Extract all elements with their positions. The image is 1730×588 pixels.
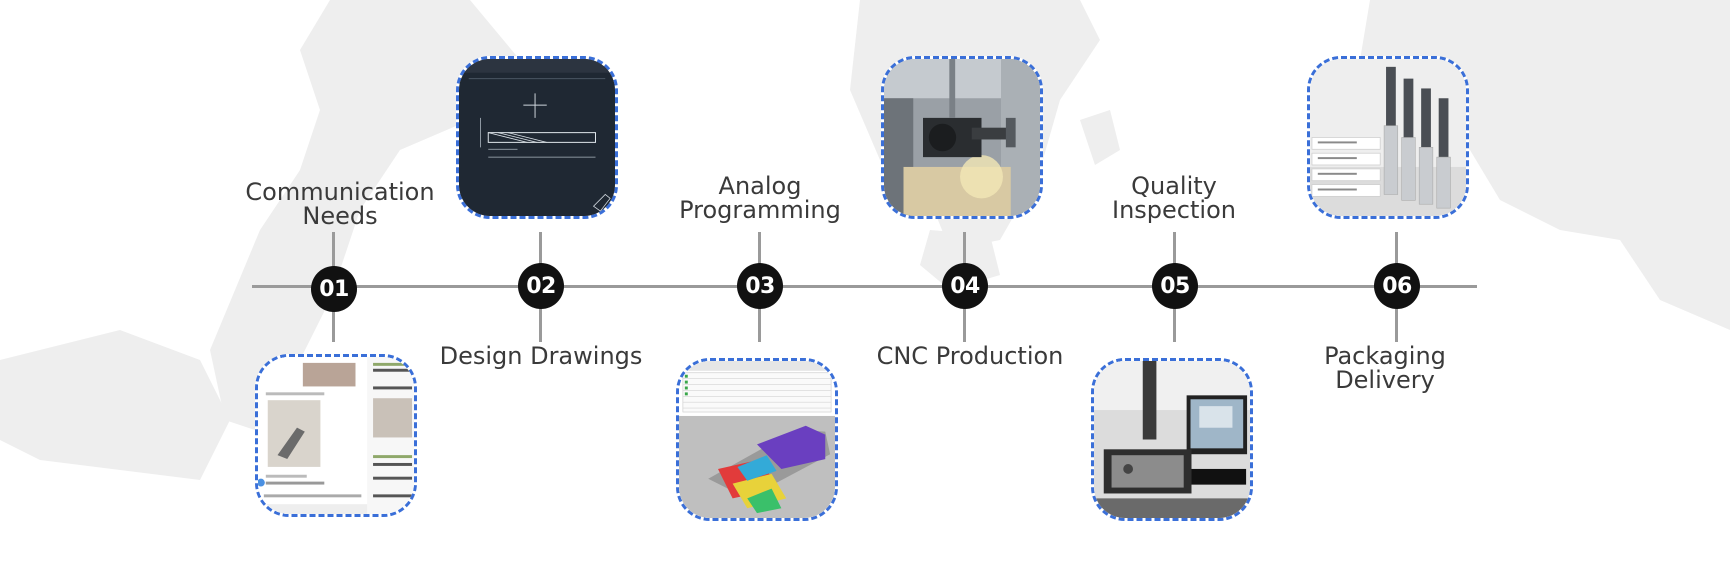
step-number-badge: 06 [1374, 263, 1420, 309]
step-image-cad-drawing [456, 56, 618, 219]
step-label-line: Analog [718, 172, 802, 200]
step-image-chat [255, 354, 417, 517]
cnc-machine-illustration [884, 59, 1040, 216]
step-number-badge: 03 [737, 263, 783, 309]
step-number-badge: 04 [942, 263, 988, 309]
step-label: Analog Programming [650, 174, 870, 222]
step-image-cam-software [676, 358, 838, 521]
step-number-badge: 01 [311, 266, 357, 312]
timeline-axis [252, 285, 1477, 288]
step-label-line: Packaging [1324, 342, 1446, 370]
step-label-line: Communication [245, 178, 435, 206]
step-label-line: Programming [679, 196, 841, 224]
step-image-cnc-machine [881, 56, 1043, 219]
step-label-line: Inspection [1112, 196, 1236, 224]
inspection-illustration [1094, 361, 1250, 518]
step-image-inspection [1091, 358, 1253, 521]
step-label-line: CNC Production [876, 342, 1064, 370]
step-label-line: Needs [302, 202, 378, 230]
chat-screenshot-illustration [258, 357, 414, 514]
step-label-line: Quality [1131, 172, 1217, 200]
step-number-badge: 02 [518, 263, 564, 309]
step-label: Quality Inspection [1064, 174, 1284, 222]
step-label-line: Delivery [1335, 366, 1435, 394]
step-label: Design Drawings [431, 344, 651, 368]
packaging-illustration [1310, 59, 1466, 216]
step-label: Packaging Delivery [1275, 344, 1495, 392]
step-image-packaging [1307, 56, 1469, 219]
step-label: Communication Needs [230, 180, 450, 228]
step-label-line: Design Drawings [439, 342, 643, 370]
cad-drawing-illustration [459, 59, 615, 216]
step-label: CNC Production [860, 344, 1080, 368]
cam-software-illustration [679, 361, 835, 518]
step-number-badge: 05 [1152, 263, 1198, 309]
